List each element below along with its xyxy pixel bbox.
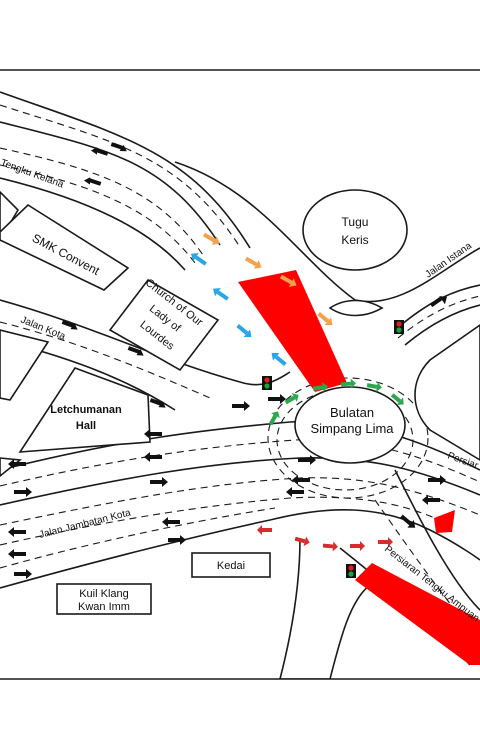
traffic-light-icon: [346, 564, 356, 578]
direction-arrow-icon: [162, 517, 180, 527]
tengku-kelana-label: Tengku Kelana: [0, 157, 65, 190]
direction-arrow-icon: [8, 527, 26, 537]
left-bottom-building: [0, 457, 23, 478]
direction-arrow-icon: [378, 537, 393, 547]
direction-arrow-icon: [83, 177, 102, 186]
direction-arrow-icon: [61, 320, 78, 330]
direction-arrow-icon: [268, 394, 286, 404]
kedai-building: [191, 552, 271, 578]
direction-arrow-icon: [202, 232, 220, 245]
direction-arrow-icon: [271, 352, 287, 367]
closure-zone-south: [355, 563, 480, 665]
direction-arrows-red: [257, 525, 393, 552]
direction-arrow-icon: [312, 382, 328, 393]
direction-arrow-icon: [90, 147, 109, 156]
direction-arrow-icon: [366, 381, 382, 392]
direction-arrow-icon: [14, 487, 32, 497]
direction-arrow-icon: [144, 429, 162, 439]
direction-arrow-icon: [294, 536, 310, 547]
direction-arrow-icon: [168, 535, 186, 545]
direction-arrow-icon: [279, 274, 297, 287]
lower-curve-block: [279, 537, 371, 679]
direction-arrow-icon: [149, 398, 166, 408]
letchumanan-hall-building: [18, 367, 151, 453]
direction-arrow-icon: [400, 514, 416, 528]
direction-arrow-icon: [8, 549, 26, 559]
left-middle-building: [0, 329, 50, 401]
direction-arrow-icon: [428, 475, 446, 485]
tugu-label-line1: Tugu: [342, 215, 369, 229]
direction-arrow-icon: [317, 311, 333, 326]
direction-arrow-icon: [284, 393, 299, 405]
road-closure-zones: [238, 270, 480, 665]
direction-arrow-icon: [390, 393, 404, 406]
direction-arrow-icon: [429, 296, 447, 308]
bulatan-label-line1: Bulatan: [330, 405, 374, 420]
direction-arrow-icon: [232, 401, 250, 411]
direction-arrow-icon: [127, 346, 144, 356]
jalan-jambatan-kota-road: [0, 420, 480, 589]
direction-arrow-icon: [350, 541, 365, 551]
jalan-istana-label: Jalan Istana: [423, 240, 474, 280]
direction-arrow-icon: [144, 452, 162, 462]
closure-zone-north: [238, 270, 347, 392]
traffic-light-icon: [262, 376, 272, 390]
direction-arrow-icon: [190, 253, 207, 266]
direction-arrow-icon: [298, 455, 316, 465]
direction-arrow-icon: [292, 475, 310, 485]
direction-arrow-icon: [422, 495, 440, 505]
kuil-label-line2: Kwan Imm: [78, 601, 130, 613]
direction-arrows-green: [268, 378, 404, 426]
direction-arrows-blue: [190, 253, 287, 367]
direction-arrow-icon: [244, 256, 262, 269]
tengku-kelana-road: [0, 91, 251, 271]
direction-arrow-icon: [236, 323, 252, 338]
tugu-keris-monument: Tugu Keris: [302, 189, 408, 271]
traffic-island: [328, 299, 384, 317]
right-building-block: [414, 324, 480, 461]
direction-arrow-icon: [340, 378, 356, 389]
smk-convent-building: [0, 203, 130, 291]
bulatan-simpang-lima-roundabout: Bulatan Simpang Lima: [267, 377, 429, 499]
direction-arrow-icon: [286, 487, 304, 497]
kuil-klang-building: [56, 583, 152, 615]
church-building: [108, 278, 220, 372]
kedai-label: Kedai: [217, 560, 245, 572]
jalan-jambatan-kota-label: Jalan Jambatan Kota: [38, 507, 132, 541]
direction-arrows-orange: [202, 232, 333, 326]
kuil-label-line1: Kuil Klang: [79, 588, 129, 600]
direction-arrow-icon: [14, 569, 32, 579]
closure-zone-east: [434, 510, 455, 533]
direction-arrow-icon: [212, 288, 229, 301]
letchumanan-label-line2: Hall: [76, 420, 96, 432]
direction-arrow-icon: [150, 477, 168, 487]
direction-arrow-icon: [322, 541, 338, 552]
traffic-light-icon: [394, 320, 404, 334]
direction-arrow-icon: [8, 459, 26, 469]
direction-arrows-black: [8, 142, 447, 579]
direction-arrow-icon: [257, 525, 272, 535]
direction-arrow-icon: [110, 142, 127, 152]
tugu-label-line2: Keris: [341, 233, 368, 247]
bulatan-label-line2: Simpang Lima: [310, 421, 394, 436]
direction-arrow-icon: [268, 411, 280, 426]
letchumanan-label-line1: Letchumanan: [50, 404, 122, 416]
